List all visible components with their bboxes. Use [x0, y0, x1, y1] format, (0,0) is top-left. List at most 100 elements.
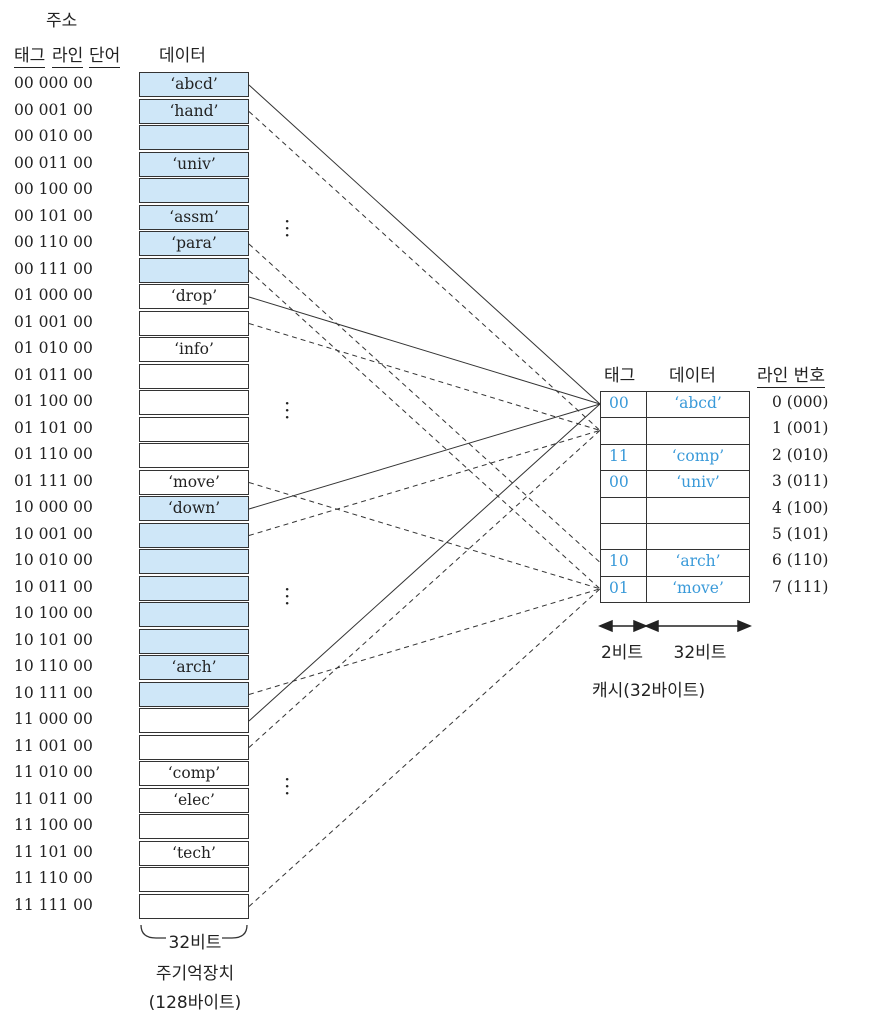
memory-address: 10 101 00: [14, 630, 93, 649]
memory-address: 11 111 00: [14, 895, 93, 914]
memory-cell: [139, 257, 249, 283]
cache-width-arrows: [598, 619, 752, 633]
memory-cell: [139, 178, 249, 203]
cache-line-number: 3 (011): [772, 472, 829, 491]
memory-cell: [139, 602, 249, 627]
memory-cell: [139, 734, 249, 760]
memory-address: 11 000 00: [14, 710, 93, 728]
memory-caption-name: 주기억장치: [155, 964, 235, 984]
memory-cell: ‘univ’: [139, 151, 249, 177]
cache-line-number: 4 (100): [772, 498, 829, 517]
memory-cell: ‘arch’: [139, 655, 249, 680]
cache-caption: 캐시(32바이트): [592, 681, 706, 701]
memory-cell: ‘down’: [139, 496, 249, 521]
ellipsis-dots: ···: [284, 209, 291, 247]
memory-address: 00 111 00: [14, 259, 93, 278]
memory-address: 01 010 00: [14, 339, 93, 357]
memory-address: 01 110 00: [14, 445, 93, 463]
memory-address: 10 110 00: [14, 657, 93, 675]
mapping-line: [248, 482, 601, 590]
memory-cell: ‘tech’: [139, 840, 249, 866]
mapping-line: [248, 430, 601, 748]
memory-address: 01 101 00: [14, 418, 93, 437]
mapping-line: [248, 323, 601, 431]
mapping-line: [248, 296, 601, 405]
memory-address: 10 111 00: [14, 683, 93, 702]
mapping-line: [248, 403, 601, 510]
memory-cell: [139, 628, 249, 654]
cache-tag-cell: 10: [600, 549, 647, 577]
cache-line-number: 7 (111): [772, 577, 829, 596]
memory-cell: [139, 575, 249, 601]
cache-line-number: 2 (010): [772, 445, 829, 464]
cache-line-number-header: 라인 번호: [757, 361, 825, 388]
arrowhead-right: [737, 619, 752, 633]
memory-cell: ‘hand’: [139, 98, 249, 124]
mapping-line: [248, 588, 601, 695]
memory-cell: [139, 416, 249, 442]
memory-cell: [139, 814, 249, 839]
memory-cell: [139, 390, 249, 415]
memory-address: 00 100 00: [14, 180, 93, 198]
ellipsis-dots: ···: [284, 767, 291, 805]
word-column-header: 단어: [89, 41, 121, 68]
memory-address: 01 100 00: [14, 392, 93, 410]
memory-cell: [139, 363, 249, 389]
memory-address: 00 011 00: [14, 153, 93, 172]
memory-cell: [139, 310, 249, 336]
memory-cell: [139, 708, 249, 733]
memory-address: 01 000 00: [14, 286, 93, 304]
memory-cell: [139, 681, 249, 707]
address-header: 주소: [46, 11, 78, 31]
memory-address: 11 010 00: [14, 763, 93, 781]
cache-line-number: 1 (001): [772, 419, 829, 438]
cache-tag-cell: 11: [600, 443, 647, 472]
memory-cell: ‘move’: [139, 469, 249, 495]
mapping-line: [248, 111, 601, 431]
memory-cell: [139, 125, 249, 150]
memory-brace-left: [140, 924, 166, 939]
ellipsis-dots: ···: [284, 577, 291, 615]
cache-tag-cell: 00: [600, 391, 647, 419]
memory-address: 11 001 00: [14, 736, 93, 755]
cache-tag-cell: 00: [600, 470, 647, 498]
memory-address: 00 110 00: [14, 233, 93, 251]
mapping-line: [248, 403, 601, 722]
memory-address: 10 000 00: [14, 498, 93, 516]
cache-data-cell: ‘comp’: [646, 443, 750, 472]
cache-data-cell: ‘move’: [646, 575, 750, 604]
data-width-label: 32비트: [673, 643, 727, 663]
tag-column-header: 태그: [14, 41, 46, 68]
memory-address: 00 010 00: [14, 127, 93, 145]
cache-data-cell: ‘abcd’: [646, 391, 750, 419]
memory-brace-right: [222, 924, 248, 939]
memory-address: 01 011 00: [14, 365, 93, 384]
mapping-line: [248, 588, 601, 907]
memory-address: 01 111 00: [14, 471, 93, 490]
cache-data-header: 데이터: [669, 366, 716, 386]
cache-data-cell: ‘arch’: [646, 549, 750, 577]
memory-address: 10 100 00: [14, 604, 93, 622]
cache-tag-cell: [600, 523, 647, 551]
memory-cell: [139, 522, 249, 548]
memory-cell: ‘abcd’: [139, 72, 249, 97]
memory-address: 01 001 00: [14, 312, 93, 331]
memory-width-label: 32비트: [168, 933, 222, 953]
cache-data-cell: ‘univ’: [646, 470, 750, 498]
word-header-text: 단어: [89, 46, 121, 68]
line-column-header: 라인: [52, 41, 84, 68]
memory-cell: ‘info’: [139, 337, 249, 362]
memory-caption-size: (128바이트): [148, 993, 242, 1013]
cache-data-cell: [646, 417, 750, 445]
cache-data-cell: [646, 496, 750, 524]
arrowhead-left: [598, 619, 613, 633]
memory-cell: ‘assm’: [139, 204, 249, 230]
memory-address: 11 110 00: [14, 869, 93, 887]
memory-cell: ‘para’: [139, 231, 249, 256]
memory-address: 00 101 00: [14, 206, 93, 225]
cache-line-number: 5 (101): [772, 525, 829, 543]
mapping-line: [248, 84, 601, 405]
cache-tag-cell: 01: [600, 575, 647, 604]
memory-cell: ‘drop’: [139, 284, 249, 309]
